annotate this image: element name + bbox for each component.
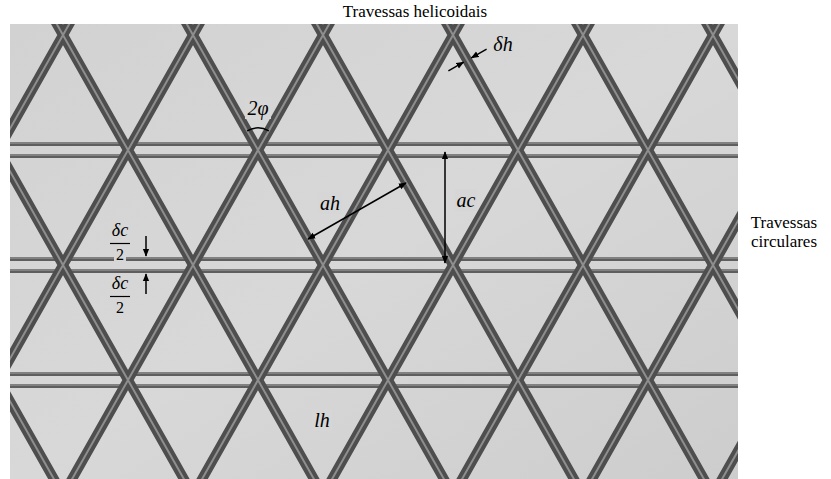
helical-ribs [10,24,738,479]
rib-width-arrow [471,49,486,58]
dimension-symbol: ah [318,192,342,214]
dimension-symbol: ac [455,189,478,211]
dimension-symbol: lh [312,409,332,431]
spacing-arrow [308,183,406,239]
strip-arrow [145,236,147,256]
part-label: Travessas circulares [740,214,828,251]
angle-symbol: 2φ [245,97,270,119]
fraction-numerator: δc [110,274,130,294]
angle-arc [247,128,269,131]
dimension-symbol: δh [491,33,514,55]
dimension-marks [110,49,487,296]
fraction-numerator: δc [110,221,130,241]
fraction-bar [110,296,130,297]
rib-width-arrow [448,62,463,71]
part-label: Travessas helicoidais [341,3,489,22]
spacing-arrow [444,152,446,263]
fraction-bar [110,243,130,244]
fraction-denominator: 2 [114,246,126,264]
strip-arrow [145,274,147,294]
fraction-denominator: 2 [114,299,126,317]
